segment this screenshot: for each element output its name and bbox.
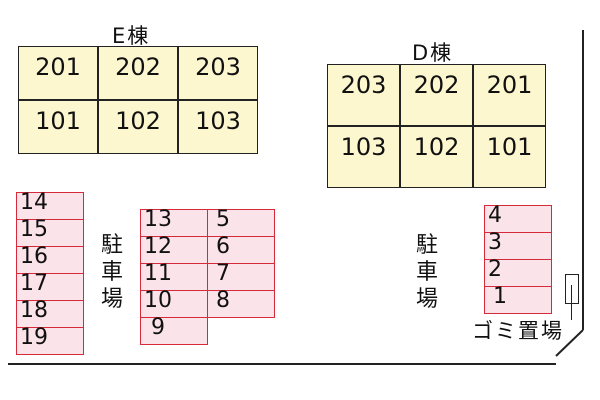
- unit[interactable]: 203: [179, 47, 257, 99]
- building-d: 203 202 201 103 102 101: [327, 64, 546, 188]
- label-char: 駐: [415, 233, 438, 258]
- label-char: 車: [100, 260, 123, 285]
- unit[interactable]: 103: [179, 101, 257, 153]
- building-d-title: D棟: [412, 41, 454, 65]
- unit[interactable]: 103: [328, 127, 399, 187]
- garbage-bin: [565, 274, 579, 304]
- building-e: 201 202 203 101 102 103: [18, 46, 258, 154]
- unit[interactable]: 202: [99, 47, 177, 99]
- label-char: 場: [415, 287, 438, 312]
- parking-stall[interactable]: 18: [16, 300, 84, 328]
- parking-label-right: 駐 車 場: [414, 232, 440, 313]
- parking-stall[interactable]: 3: [484, 232, 552, 260]
- unit[interactable]: 203: [328, 65, 399, 125]
- building-e-title: E棟: [112, 24, 151, 48]
- unit[interactable]: 201: [474, 65, 545, 125]
- unit[interactable]: 102: [99, 101, 177, 153]
- parking-stall[interactable]: 8: [207, 290, 275, 318]
- unit[interactable]: 201: [19, 47, 97, 99]
- unit[interactable]: 101: [474, 127, 545, 187]
- garbage-pointer-line: [571, 285, 572, 320]
- unit[interactable]: 102: [401, 127, 472, 187]
- unit[interactable]: 202: [401, 65, 472, 125]
- parking-stall[interactable]: 19: [16, 327, 84, 355]
- parking-label-left: 駐 車 場: [99, 232, 125, 313]
- label-char: 車: [415, 260, 438, 285]
- label-char: 場: [100, 287, 123, 312]
- parking-stall[interactable]: 9: [140, 317, 208, 345]
- parking-stall[interactable]: 6: [207, 236, 275, 264]
- parking-stall[interactable]: 1: [484, 286, 552, 314]
- label-char: 駐: [100, 233, 123, 258]
- parking-stall[interactable]: 15: [16, 219, 84, 247]
- garbage-label: ゴミ置場: [472, 319, 564, 343]
- parking-stall[interactable]: 7: [207, 263, 275, 291]
- parking-stall[interactable]: 16: [16, 246, 84, 274]
- unit[interactable]: 101: [19, 101, 97, 153]
